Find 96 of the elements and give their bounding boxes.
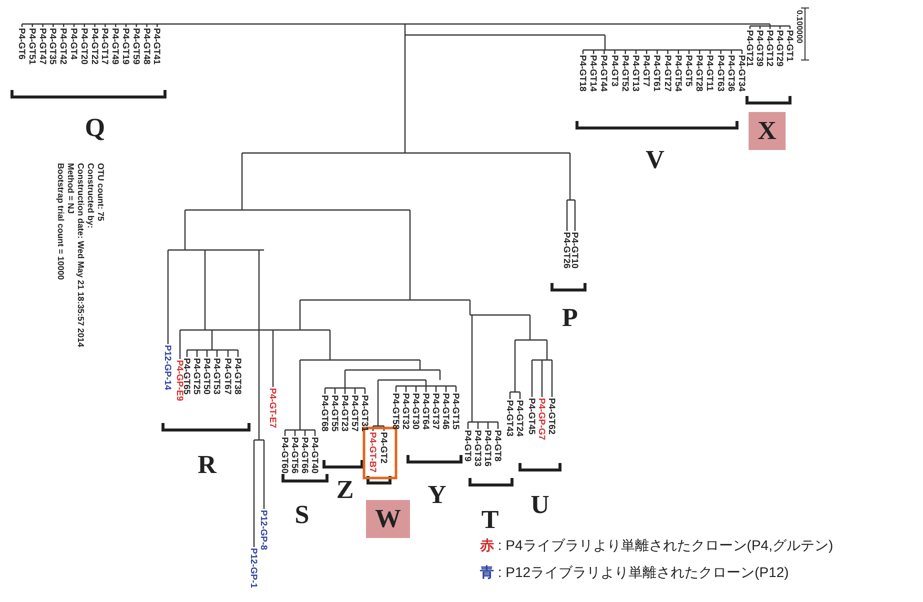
leaf-label: P4-GT12 (765, 30, 775, 67)
leaf-label: P4-GT68 (320, 395, 330, 432)
leaf-label: P4-GT59 (131, 28, 142, 65)
cluster-letter: Q (84, 113, 106, 143)
leaf-label: P4-GT14 (588, 55, 599, 92)
leaf-label: P4-GT64 (421, 393, 431, 430)
leaf-label: P4-GT44 (599, 55, 610, 92)
leaf-label: P4-GT54 (673, 55, 684, 92)
leaf-label: P4-GT7 (642, 55, 652, 87)
leaf-label: P4-GT36 (726, 55, 736, 92)
tree-info-text: OTU count: 75 (96, 163, 106, 222)
leaf-label: P4-GT17 (100, 28, 110, 65)
leaf-label: P4-GT11 (705, 55, 716, 92)
leaf-label: P4-GT42 (58, 28, 69, 65)
leaf-label: P4-GT67 (223, 358, 233, 395)
cluster-letter: V (646, 145, 664, 175)
leaf-label: P4-GT46 (441, 393, 451, 430)
cluster-letter: P (562, 303, 578, 333)
leaf-label: P4-GT25 (192, 358, 202, 395)
leaf-label: P4-GT21 (745, 30, 755, 67)
leaf-label: P4-GT30 (411, 393, 421, 430)
leaf-label: P4-GT48 (142, 28, 152, 65)
leaf-label: P4-GT60 (280, 437, 290, 474)
leaf-label: P4-GT56 (290, 437, 300, 474)
tree-info-text: Constructed by: (86, 163, 96, 228)
tree-info-text: Method = NJ (66, 163, 76, 214)
leaf-label: P4-GT37 (431, 393, 441, 430)
leaf-label: P4-GT57 (350, 395, 360, 432)
leaf-label: P4-GT23 (340, 395, 350, 432)
tree-info-text: Bootstrap trial count = 10000 (56, 163, 66, 280)
leaf-label: P4-GT47 (38, 28, 48, 65)
leaf-label: P4-GT15 (451, 393, 461, 430)
cluster-letter: S (294, 500, 310, 530)
leaf-label: P4-GT18 (578, 55, 588, 92)
leaf-label: P4-GT10 (570, 232, 580, 269)
leaf-label: P4-GT40 (310, 437, 320, 474)
leaf-label: P12-GP-8 (259, 510, 269, 550)
leaf-label: P4-GT13 (631, 55, 641, 92)
legend-text: : P12ライブラリより単離されたクローン(P12) (496, 564, 789, 580)
legend-key: 赤 (480, 537, 494, 553)
highlighted-cluster-letter: W (366, 500, 410, 538)
leaf-label: P4-GT61 (652, 55, 662, 92)
leaf-label: P4-GT65 (182, 358, 192, 395)
leaf-label: P4-GT19 (121, 28, 131, 65)
leaf-label: P4-GT45 (527, 398, 537, 435)
leaf-label: P4-GT22 (90, 28, 100, 65)
leaf-label: P4-GT28 (694, 55, 705, 92)
leaf-label: P4-GT26 (562, 232, 572, 269)
leaf-label: P4-GT34 (737, 55, 747, 92)
tree-info-text: Construction date: Wed May 21 18:35:57 2014 (76, 163, 86, 348)
leaf-label: P4-GT29 (775, 30, 785, 67)
leaf-label: P4-GT33 (473, 430, 483, 467)
leaf-label: P4-GT32 (401, 393, 411, 430)
scale-value: 0.100000 (794, 10, 804, 44)
leaf-label: P4-GT39 (755, 30, 765, 67)
leaf-label: P4-GT51 (27, 28, 38, 65)
leaf-label: P4-GT20 (79, 28, 90, 65)
leaf-label: P4-GT1 (785, 30, 795, 62)
leaf-label: P4-GT58 (391, 393, 401, 430)
cluster-letter: U (530, 490, 550, 520)
leaf-label: P4-GT43 (505, 400, 515, 437)
leaf-label: P4-GT-E7 (268, 388, 278, 428)
legend-key: 青 (480, 564, 494, 580)
cluster-letter: Y (428, 480, 446, 510)
cluster-letter: Z (336, 475, 354, 505)
leaf-label: P4-GP-G7 (537, 398, 547, 440)
leaf-label: P4-GT63 (716, 55, 726, 92)
leaf-label: P4-GT66 (300, 437, 310, 474)
leaf-label: P4-GT55 (330, 395, 340, 432)
cluster-letter: T (481, 505, 499, 535)
leaf-label: P4-GT16 (483, 430, 493, 467)
leaf-label: P4-GT3 (610, 55, 620, 87)
leaf-label: P4-GT5 (684, 55, 694, 87)
leaf-label: P4-GT2 (379, 432, 389, 464)
leaf-label: P4-GT27 (662, 55, 673, 92)
leaf-label: P4-GT8 (493, 430, 503, 462)
cluster-letter: R (198, 450, 216, 480)
leaf-label: P4-GT31 (360, 395, 370, 432)
leaf-label: P4-GT50 (202, 358, 212, 395)
leaf-label: P4-GT9 (463, 430, 473, 462)
leaf-label: P12-GP-1 (249, 548, 259, 588)
leaf-label: P4-GT41 (152, 28, 162, 65)
leaf-label: P4-GT6 (17, 28, 27, 60)
leaf-label: P4-GP-E9 (175, 360, 185, 402)
leaf-label: P4-GT4 (69, 28, 79, 60)
legend-text: : P4ライブラリより単離されたクローン(P4,グルテン) (496, 537, 834, 553)
leaf-label: P4-GT52 (620, 55, 630, 92)
leaf-label: P4-GT49 (110, 28, 121, 65)
leaf-label: P4-GT62 (547, 398, 557, 435)
leaf-label: P4-GT35 (48, 28, 58, 65)
leaf-label: P4-GT-B7 (368, 432, 378, 473)
leaf-label: P4-GT53 (212, 358, 222, 395)
leaf-label: P4-GT24 (515, 400, 525, 437)
highlighted-cluster-letter: X (748, 112, 786, 150)
leaf-label: P4-GT38 (233, 358, 243, 395)
leaf-label: P12-GP-14 (163, 345, 173, 390)
